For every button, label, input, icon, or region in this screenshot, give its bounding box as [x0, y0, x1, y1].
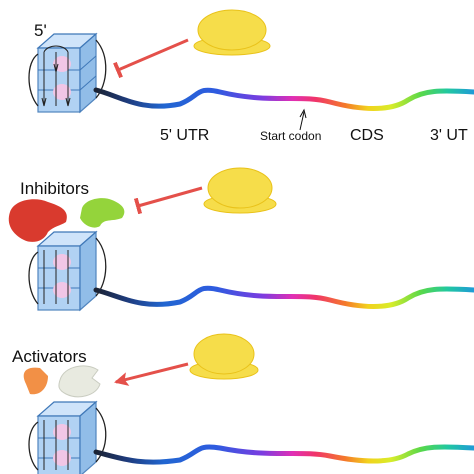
- five-prime-label: 5': [34, 21, 47, 40]
- guanine-tetrad: [53, 84, 71, 100]
- utr3-label: 3' UT: [430, 127, 468, 144]
- activator-orange: [23, 367, 48, 395]
- inhibitor-green: [80, 198, 125, 228]
- guanine-tetrad: [53, 282, 71, 298]
- mrna-strand-1: [93, 87, 474, 111]
- repression-arrow-1: [113, 38, 189, 79]
- start-codon-pointer: [299, 111, 305, 131]
- inhibitor-red: [8, 199, 67, 242]
- guanine-tetrad: [53, 254, 71, 270]
- ribosome-1: [193, 9, 271, 56]
- mrna-strand-2: [93, 285, 474, 309]
- utr5-label: 5' UTR: [160, 127, 209, 144]
- panel-2: Inhibitors: [8, 167, 474, 312]
- g-quadruplex-2: [28, 230, 107, 312]
- guanine-tetrad: [53, 450, 71, 466]
- activators-label: Activators: [12, 347, 87, 366]
- activation-arrow: [114, 362, 189, 386]
- start-codon-pointer-head: [299, 108, 307, 119]
- g-quadruplex-1: [28, 32, 107, 114]
- activator-white: [58, 365, 101, 398]
- inhibitors-label: Inhibitors: [20, 179, 89, 198]
- repression-arrow-2: [133, 186, 203, 215]
- mrna-strand-3: [93, 444, 474, 465]
- cds-label: CDS: [350, 127, 384, 144]
- panel-3: Activators: [12, 333, 474, 474]
- guanine-tetrad: [53, 424, 71, 440]
- ribosome-2: [203, 167, 277, 214]
- panel-1: 5' 5' UTR Start codo: [28, 9, 474, 144]
- ribosome-3: [189, 333, 259, 380]
- g-quadruplex-3: [28, 400, 107, 474]
- start-codon-label: Start codon: [260, 129, 321, 143]
